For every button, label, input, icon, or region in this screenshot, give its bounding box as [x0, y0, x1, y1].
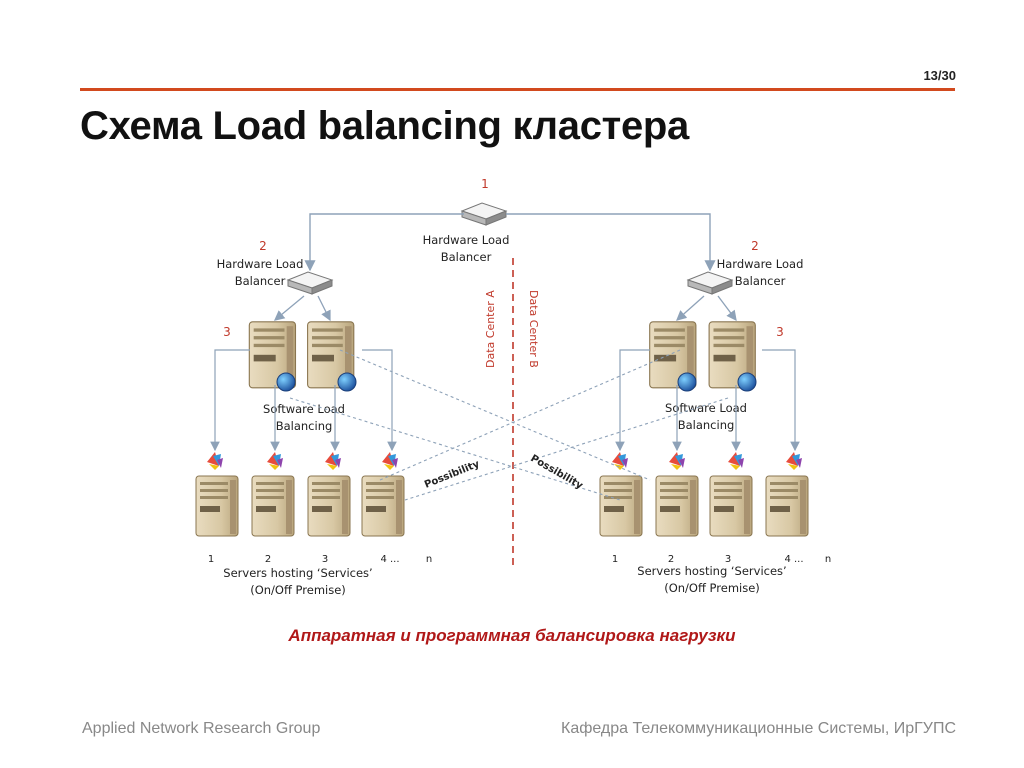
- top-balancer-label-line1: Hardware Load: [423, 233, 510, 247]
- right-balancer-line2: Balancer: [735, 274, 786, 288]
- right-globe-icon-2: [737, 372, 757, 392]
- right-server-num-3: 3: [725, 554, 731, 565]
- data-center-a-label: Data Center A: [484, 290, 497, 368]
- right-software-line2: Balancing: [678, 418, 735, 432]
- right-hardware-balancer: 2 Hardware Load Balancer: [687, 239, 804, 295]
- left-server-num-1: 1: [208, 554, 214, 565]
- left-server-2: [251, 475, 295, 537]
- right-server-3: [709, 475, 753, 537]
- left-server-num-4: 4 ...: [380, 554, 399, 565]
- cross-link-right-to-left-1: [379, 349, 681, 481]
- top-balancer-label-line2: Balancer: [441, 250, 492, 264]
- left-server-num-2: 2: [265, 554, 271, 565]
- footer-department: Кафедра Телекоммуникационные Системы, Ир…: [561, 720, 956, 737]
- right-software-number: 3: [776, 325, 784, 339]
- top-balancer-number: 1: [481, 177, 489, 191]
- left-server-3: [307, 475, 351, 537]
- left-server-num-3: 3: [322, 554, 328, 565]
- right-server-num-2: 2: [668, 554, 674, 565]
- left-server-1: [195, 475, 239, 537]
- left-server-num-n: n: [426, 554, 432, 565]
- right-server-1: [599, 475, 643, 537]
- left-server-4: [361, 475, 405, 537]
- right-balancer-line1: Hardware Load: [717, 257, 804, 271]
- right-server-2: [655, 475, 699, 537]
- right-servers-line2: (On/Off Premise): [664, 581, 760, 595]
- diagram-caption: Аппаратная и программная балансировка на…: [288, 626, 736, 645]
- page-number: 13/30: [923, 68, 956, 83]
- left-service-icon-1: [207, 452, 223, 470]
- left-possibility-label: Possibility: [423, 459, 482, 491]
- slide-title: Схема Load balancing кластера: [80, 104, 689, 148]
- right-globe-icon-1: [677, 372, 697, 392]
- left-globe-icon-1: [276, 372, 296, 392]
- cross-link-left-to-right-1: [339, 349, 651, 481]
- top-to-right-link: [506, 213, 716, 272]
- right-server-num-n: n: [825, 554, 831, 565]
- cross-link-right-to-left-2: [404, 397, 729, 501]
- right-server-num-4: 4 ...: [784, 554, 803, 565]
- right-service-icon-2: [669, 452, 685, 470]
- top-hardware-balancer: 1 Hardware Load Balancer: [423, 177, 510, 264]
- left-balancer-line2: Balancer: [235, 274, 286, 288]
- right-balancer-number: 2: [751, 239, 759, 253]
- left-hardware-balancer: 2 Hardware Load Balancer: [217, 239, 333, 295]
- left-balancer-line1: Hardware Load: [217, 257, 304, 271]
- left-software-line1: Software Load: [263, 402, 345, 416]
- left-servers-line1: Servers hosting ‘Services’: [223, 566, 372, 580]
- right-servers-line1: Servers hosting ‘Services’: [637, 564, 786, 578]
- left-software-line2: Balancing: [276, 419, 333, 433]
- title-rule: [80, 88, 955, 91]
- left-balancer-number: 2: [259, 239, 267, 253]
- right-server-4: [765, 475, 809, 537]
- load-balancing-diagram: 1 Hardware Load Balancer Data Center A D…: [195, 177, 831, 597]
- right-service-icon-1: [612, 452, 628, 470]
- top-to-left-link: [304, 213, 464, 272]
- left-service-icon-4: [382, 452, 398, 470]
- left-globe-icon-2: [337, 372, 357, 392]
- right-service-icon-4: [786, 452, 802, 470]
- left-software-number: 3: [223, 325, 231, 339]
- left-service-icon-2: [267, 452, 283, 470]
- footer-organization: Applied Network Research Group: [82, 720, 321, 737]
- right-service-icon-3: [728, 452, 744, 470]
- right-possibility-label: Possibility: [529, 453, 585, 492]
- data-center-b-label: Data Center B: [527, 290, 540, 368]
- left-servers-line2: (On/Off Premise): [250, 583, 346, 597]
- right-server-num-1: 1: [612, 554, 618, 565]
- left-service-icon-3: [325, 452, 341, 470]
